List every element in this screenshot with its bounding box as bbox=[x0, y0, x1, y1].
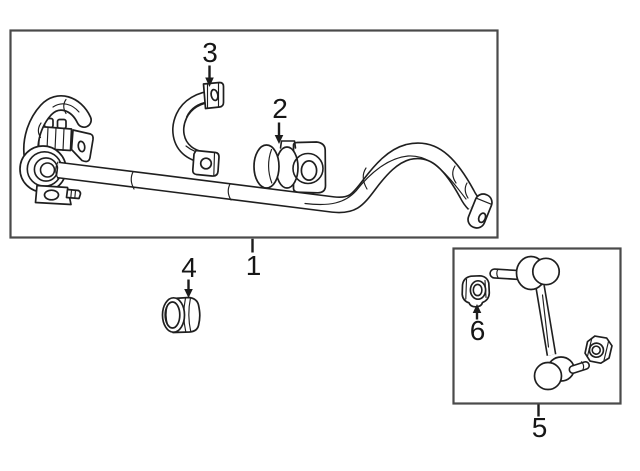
callout-3-pointer bbox=[205, 65, 214, 87]
bar-eyelet-end bbox=[467, 193, 493, 229]
callout-1-label[interactable]: 1 bbox=[245, 250, 262, 281]
stabilizer-link-drawing bbox=[489, 255, 613, 391]
callout-3-label[interactable]: 3 bbox=[202, 37, 218, 68]
callout-6-pointer bbox=[472, 304, 482, 320]
grommet-drawing bbox=[161, 296, 201, 334]
link-top-stud bbox=[489, 268, 525, 281]
bar-tube bbox=[55, 142, 481, 214]
callout-2-label[interactable]: 2 bbox=[272, 93, 288, 124]
bar-hook-end bbox=[22, 95, 92, 172]
bushing-drawing bbox=[253, 140, 327, 194]
retainer-top-tab bbox=[202, 81, 225, 110]
bar-clamp-foot bbox=[34, 184, 82, 206]
retainer-bracket-drawing bbox=[172, 81, 225, 177]
stabilizer-bar-drawing bbox=[19, 95, 493, 229]
callout-4-label[interactable]: 4 bbox=[181, 252, 197, 283]
callout-5-label[interactable]: 5 bbox=[531, 412, 548, 443]
link-bottom-ball-housing bbox=[533, 356, 590, 391]
retainer-bottom-tab bbox=[191, 149, 220, 177]
callout-6-label[interactable]: 6 bbox=[469, 315, 486, 346]
flange-nut-drawing bbox=[461, 274, 491, 308]
link-top-ball-housing bbox=[515, 255, 561, 291]
callout-2-pointer bbox=[274, 122, 284, 144]
bar-end-tab bbox=[70, 129, 94, 163]
bar-bushing-rings bbox=[19, 145, 67, 193]
callout-4-pointer bbox=[184, 279, 193, 298]
link-nut bbox=[584, 335, 613, 365]
